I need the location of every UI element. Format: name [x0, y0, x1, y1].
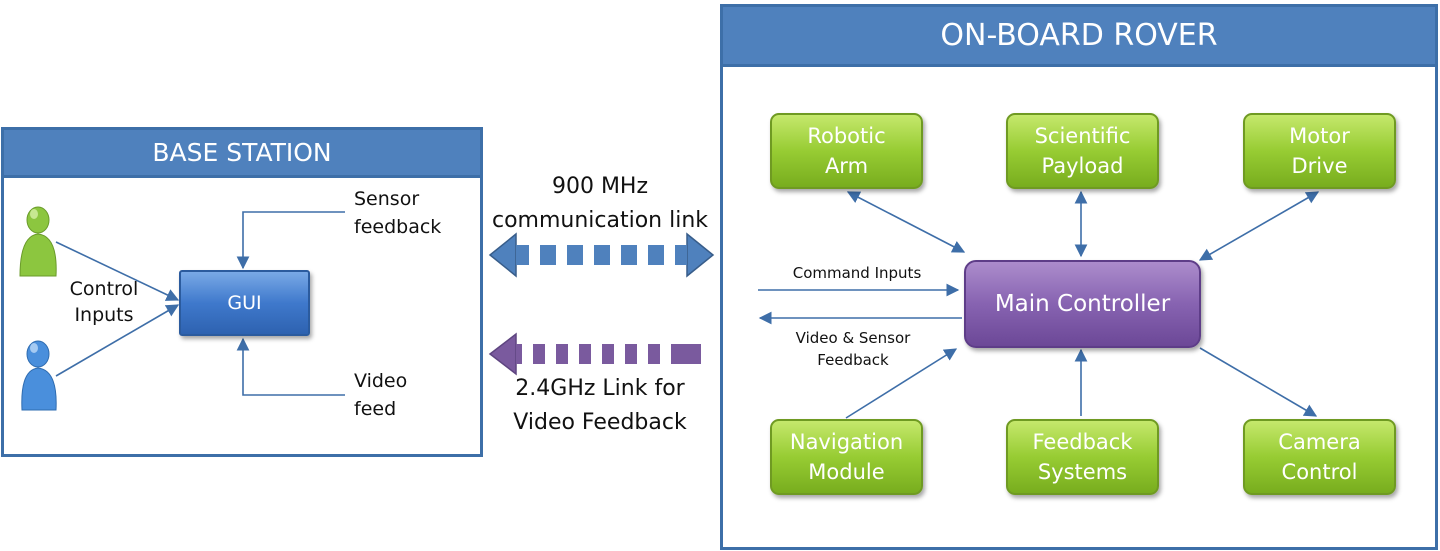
control-input-arrow-blue: [55, 304, 180, 377]
user-green-icon: [19, 206, 57, 277]
navigation-module-link: [845, 348, 958, 419]
comm-link-arrow: [488, 232, 715, 278]
control-input-arrow-green: [55, 241, 180, 301]
sensor-feedback-arrow: [236, 211, 345, 270]
sensor-feedback-label: Sensor feedback: [354, 188, 442, 238]
camera-control-link: [1199, 347, 1318, 417]
video-feed-arrow: [236, 337, 345, 396]
camera-control-node: Camera Control: [1243, 419, 1396, 495]
main-controller-node: Main Controller: [964, 260, 1201, 348]
video-link-arrow: [488, 332, 701, 376]
command-inputs-label: Command Inputs: [792, 264, 922, 282]
robotic-arm-link: [846, 191, 966, 253]
navigation-module-node: Navigation Module: [770, 419, 923, 495]
motor-drive-node: Motor Drive: [1243, 113, 1396, 189]
base-station-panel: BASE STATION: [1, 127, 483, 457]
control-inputs-label: Control Inputs: [69, 278, 139, 326]
video-link-label: 2.4GHz Link for Video Feedback: [513, 376, 687, 435]
base-station-title: BASE STATION: [4, 130, 480, 178]
comm-link-label: 900 MHz communication link: [491, 174, 709, 233]
motor-drive-link: [1198, 191, 1320, 261]
scientific-payload-node: Scientific Payload: [1006, 113, 1159, 189]
feedback-systems-node: Feedback Systems: [1006, 419, 1159, 495]
gui-node: GUI: [179, 270, 310, 336]
robotic-arm-node: Robotic Arm: [770, 113, 923, 189]
user-blue-icon: [21, 340, 57, 411]
video-feed-label: Video feed: [354, 370, 408, 420]
video-sensor-feedback-label: Video & Sensor Feedback: [795, 329, 911, 369]
on-board-rover-title: ON-BOARD ROVER: [723, 7, 1435, 67]
